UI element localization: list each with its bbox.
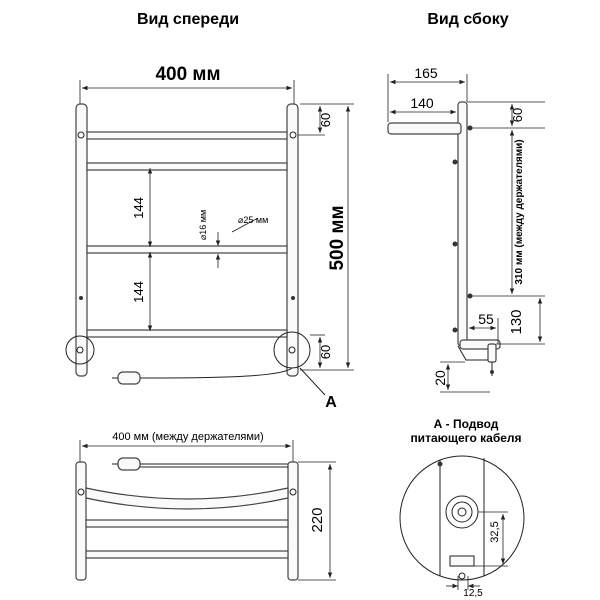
d55-label: 55 [478,311,494,327]
top-hole-left [77,488,85,496]
detail-connector-center [457,507,467,517]
detail-title-line-2: питающего кабеля [410,431,521,445]
rung-1 [86,131,288,140]
detail-a: А - Подвод питающего кабеля 32,5 12,5 [399,417,525,599]
bottom-connector-left-center [76,346,84,354]
rung-2 [86,162,288,171]
side-knob-3 [452,241,458,247]
top-hole-right [289,488,297,496]
mount-hole-top-left [77,131,85,139]
side-knob-2 [452,159,458,165]
top-depth-label: 220 [309,507,326,532]
d140-label: 140 [410,95,434,111]
rung-3 [86,245,288,254]
top-rung-3 [85,550,289,559]
callout-label: A [325,394,337,411]
bottom-offset-label: 60 [318,345,333,359]
mount-hole-mid-left [79,296,83,300]
detail-circle [399,455,525,581]
spacing-label-2: 144 [131,281,146,303]
side-view: 165 140 60 310 мм (между держателями) 13… [387,65,545,393]
detail-knob [437,461,443,467]
detail-connector-outer [445,495,479,529]
detail-bottom-cap [449,555,475,567]
spacing-label-1: 144 [131,197,146,219]
d310-label: 310 мм (между держателями) [514,139,525,284]
top-curved-rung [85,487,289,510]
total-height-label: 500 мм [327,205,348,270]
callout-leader [299,367,326,396]
d25-leader [231,217,259,233]
power-plug [117,371,141,385]
top-power-plug [117,457,141,471]
d25-label: ⌀25 мм [238,215,268,225]
side-knob-5 [452,327,458,333]
side-cable-end [490,370,494,374]
top-offset-label: 60 [318,113,333,127]
top-width-label: 400 мм (между держателями) [112,431,263,443]
detail-cable-exit [458,572,466,580]
bottom-connector-left [65,335,95,365]
detail-title-line-1: А - Подвод [434,417,499,431]
left-post [75,103,88,377]
mount-hole-mid-right [291,296,295,300]
side-view-title: Вид сбоку [427,11,508,28]
side-knob-1 [467,125,473,131]
front-view-title: Вид спереди [137,11,239,28]
d130-label: 130 [508,309,525,334]
top-view: 400 мм (между держателями) 220 [75,431,336,581]
top-post-left [75,461,87,581]
bottom-connector-right-center [288,346,296,354]
d60-side-label: 60 [510,108,525,122]
side-post [457,101,468,347]
d20-label: 20 [432,370,448,386]
rung-4 [86,329,288,338]
detail-connector-inner [451,501,473,523]
side-top-arm [387,122,462,135]
front-width-label: 400 мм [155,64,220,85]
side-bottom-bracket [457,345,488,361]
side-heater-body [487,343,497,363]
d165-label: 165 [414,65,438,81]
top-rung-2 [85,519,289,528]
front-view: 400 мм 144 144 ⌀16 мм ⌀25 [65,64,354,411]
top-post-right [287,461,299,581]
right-post [286,103,299,377]
d16-label: ⌀16 мм [198,210,208,240]
power-cable [139,367,293,379]
d12-label: 12,5 [463,588,483,599]
mount-hole-top-right [289,131,297,139]
side-knob-4 [467,293,473,299]
d32-label: 32,5 [489,521,501,542]
